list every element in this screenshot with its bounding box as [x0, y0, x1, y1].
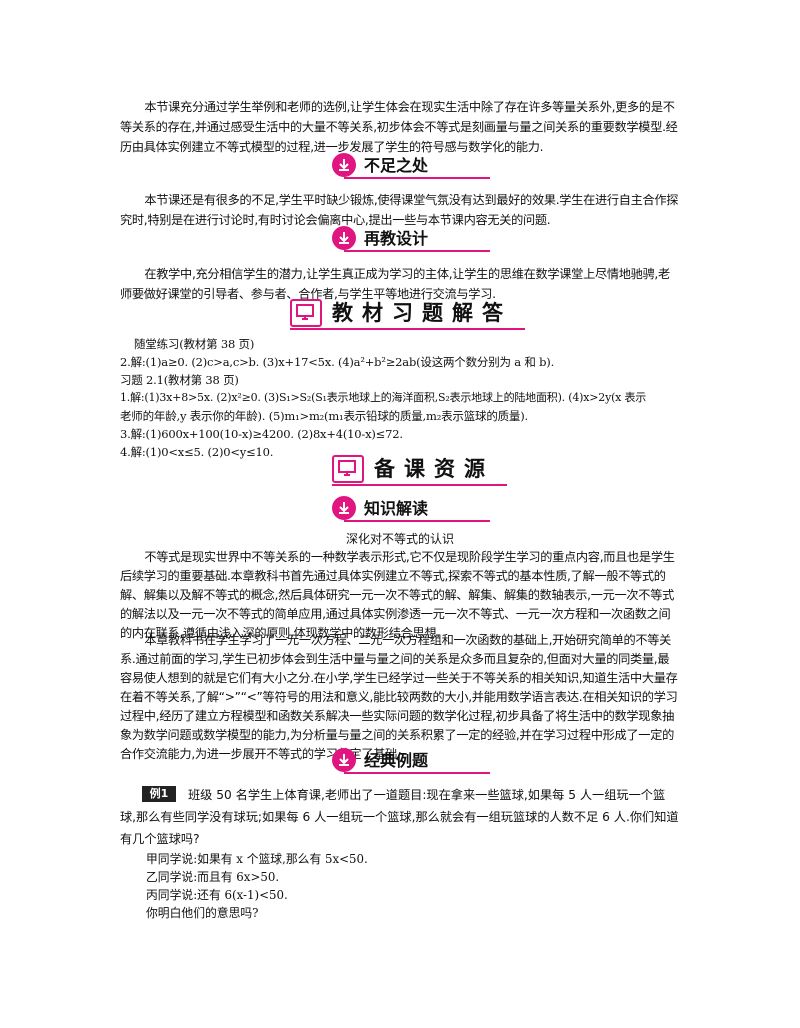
- intro-paragraph: 本节课充分通过学生举例和老师的选例,让学生体会在现实生活中除了存在许多等量关系外…: [120, 100, 678, 154]
- monitor-icon: [290, 299, 322, 327]
- section-header-resources: 备课资源: [332, 453, 507, 487]
- down-arrow-icon: [332, 226, 356, 250]
- dialogue-line: 乙同学说:而且有 6x>50.: [146, 870, 280, 884]
- answer-line: 3.解:(1)600x+100(10-x)≥4200. (2)8x+4(10-x…: [120, 427, 403, 441]
- section-header-textbook-answers: 教材习题解答: [290, 297, 525, 331]
- section-title: 不足之处: [364, 156, 429, 175]
- section-underline: [344, 250, 490, 252]
- section-header-shortcomings: 不足之处: [332, 150, 492, 180]
- answer-line: 1.解:(1)3x+8>5x. (2)x²≥0. (3)S₁>S₂(S₁表示地球…: [120, 391, 647, 404]
- section-underline: [344, 177, 490, 179]
- section-underline: [290, 328, 525, 330]
- section-title: 备课资源: [374, 456, 494, 481]
- example-problem: 班级 50 名学生上体育课,老师出了一道题目:现在拿来一些篮球,如果每 5 人一…: [120, 788, 679, 846]
- section-title: 再教设计: [364, 229, 429, 248]
- knowledge-paragraph: 本章教科书在学生学习了一元一次方程、二元一次方程组和一次函数的基础上,开始研究简…: [120, 633, 678, 761]
- section-header-redesign: 再教设计: [332, 223, 492, 253]
- section-title: 教材习题解答: [332, 300, 512, 325]
- section-header-examples: 经典例题: [332, 745, 492, 775]
- section-underline: [344, 520, 490, 522]
- down-arrow-icon: [332, 153, 356, 177]
- section-title: 经典例题: [364, 751, 429, 770]
- knowledge-subtitle: 深化对不等式的认识: [345, 532, 454, 546]
- section-header-knowledge: 知识解读: [332, 493, 492, 523]
- shortcomings-paragraph: 本节课还是有很多的不足,学生平时缺少锻炼,使得课堂气氛没有达到最好的效果.学生在…: [120, 193, 679, 227]
- section-underline: [332, 484, 507, 486]
- down-arrow-icon: [332, 496, 356, 520]
- dialogue-line: 丙同学说:还有 6(x-1)<50.: [146, 888, 288, 902]
- example-badge: 例1: [142, 786, 176, 802]
- dialogue-line: 甲同学说:如果有 x 个篮球,那么有 5x<50.: [146, 852, 368, 866]
- down-arrow-icon: [332, 748, 356, 772]
- redesign-paragraph: 在教学中,充分相信学生的潜力,让学生真正成为学习的主体,让学生的思维在数学课堂上…: [120, 267, 670, 301]
- knowledge-paragraph: 不等式是现实世界中不等关系的一种数学表示形式,它不仅是现阶段学生学习的重点内容,…: [120, 550, 675, 640]
- answer-line: 4.解:(1)0<x≤5. (2)0<y≤10.: [120, 445, 274, 459]
- answer-line: 老师的年龄,y 表示你的年龄). (5)m₁>m₂(m₁表示铅球的质量,m₂表示…: [120, 409, 528, 423]
- section-underline: [344, 772, 490, 774]
- answer-line: 随堂练习(教材第 38 页): [134, 337, 255, 351]
- answer-line: 习题 2.1(教材第 38 页): [120, 373, 239, 387]
- answer-line: 2.解:(1)a≥0. (2)c>a,c>b. (3)x+17<5x. (4)a…: [120, 355, 555, 369]
- dialogue-line: 你明白他们的意思吗?: [146, 906, 259, 920]
- monitor-icon: [332, 455, 364, 483]
- section-title: 知识解读: [364, 499, 429, 518]
